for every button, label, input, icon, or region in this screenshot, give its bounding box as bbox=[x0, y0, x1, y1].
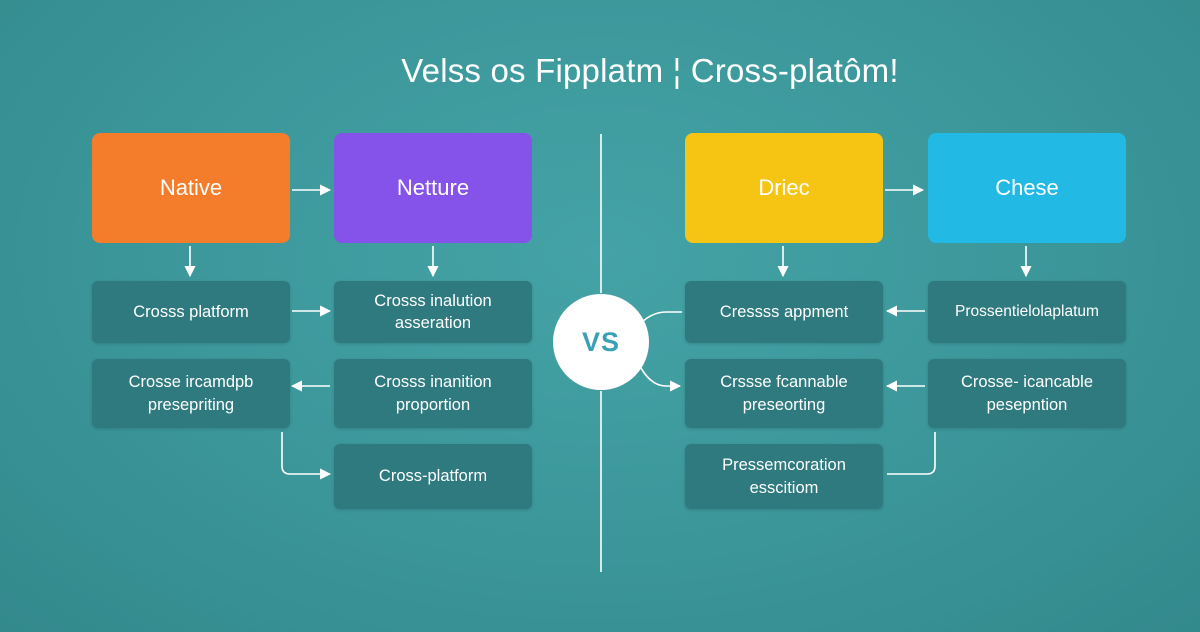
native-header-box: Native bbox=[92, 133, 290, 243]
left-col1-item-1-label: Crosss platform bbox=[133, 302, 249, 321]
right-col2-item-1: Prossentielolaplatum bbox=[928, 281, 1126, 343]
vs-label: VS bbox=[581, 326, 621, 357]
left-col2-item-2: Crosss inanition proportion bbox=[334, 359, 532, 428]
native-header-label: Native bbox=[159, 175, 223, 200]
right-col2-item-2-label: Crosse- icancable pesepntion bbox=[960, 373, 1094, 414]
driec-header-label: Driec bbox=[758, 175, 810, 200]
right-col1-item-1: Cressss appment bbox=[685, 281, 883, 343]
right-col1-item-3: Pressemcoration esscitiom bbox=[685, 444, 883, 509]
chese-header-box: Chese bbox=[928, 133, 1126, 243]
chese-header-label: Chese bbox=[995, 175, 1059, 200]
right-col1-item-2-label: Crssse fcannable preseorting bbox=[720, 373, 848, 414]
left-col2-item-1: Crosss inalution asseration bbox=[334, 281, 532, 343]
netture-header-box: Netture bbox=[334, 133, 532, 243]
diagram-title: Velss os Fipplatm ¦ Cross-platôm! bbox=[401, 52, 899, 89]
right-col2-item-2: Crosse- icancable pesepntion bbox=[928, 359, 1126, 428]
driec-header-box: Driec bbox=[685, 133, 883, 243]
left-col1-item-2-label: Crosse ircamdpb presepriting bbox=[128, 373, 254, 414]
right-col1-item-1-label: Cressss appment bbox=[719, 302, 849, 321]
left-col2-item-1-label: Crosss inalution asseration bbox=[374, 291, 492, 332]
left-col2-item-2-label: Crosss inanition proportion bbox=[374, 373, 492, 414]
left-col1-item-1: Crosss platform bbox=[92, 281, 290, 343]
arrow-right-elbow bbox=[887, 432, 936, 475]
right-col1-item-3-label: Pressemcoration esscitiom bbox=[722, 456, 846, 497]
left-col1-item-2: Crosse ircamdpb presepriting bbox=[92, 359, 290, 428]
arrow-left-elbow bbox=[281, 432, 332, 480]
right-col2-item-1-label: Prossentielolaplatum bbox=[955, 302, 1099, 320]
left-col2-item-3-label: Cross-platform bbox=[378, 467, 488, 486]
vs-badge: VS bbox=[553, 294, 649, 390]
netture-header-label: Netture bbox=[396, 175, 470, 200]
left-col2-item-3: Cross-platform bbox=[334, 444, 532, 509]
right-col1-item-2: Crssse fcannable preseorting bbox=[685, 359, 883, 428]
